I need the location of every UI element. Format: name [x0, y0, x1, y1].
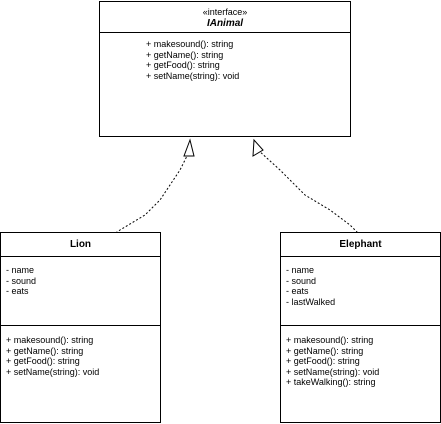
elephant-method: + getFood(): string [286, 356, 360, 366]
interface-stereotype: «interface» [202, 7, 248, 17]
lion-realization-line [104, 149, 191, 241]
elephant-method: + setName(string): void [286, 366, 380, 377]
interface-method: + makesound(): string [146, 39, 234, 49]
interface-methods-compartment: + makesound(): string + getName(): strin… [99, 32, 351, 137]
elephant-class-name-compartment: Elephant [280, 232, 441, 257]
interface-name: IAnimal [206, 18, 244, 29]
lion-attribute: - eats [6, 286, 29, 296]
lion-attributes-compartment: - name - sound - eats [0, 256, 161, 326]
elephant-class-name: Elephant [339, 239, 382, 250]
interface-header: «interface» IAnimal [99, 1, 351, 33]
elephant-attribute: - eats [286, 286, 309, 296]
elephant-attributes-compartment: - name - sound - eats - lastWalked [280, 256, 441, 326]
lion-attribute: - name [6, 265, 35, 275]
lion-attribute: - sound [6, 275, 37, 286]
lion-class-name-compartment: Lion [0, 232, 161, 257]
interface-method: + setName(string): void [146, 70, 240, 81]
lion-method: + getFood(): string [6, 356, 80, 366]
elephant-method: + takeWalking(): string [286, 377, 376, 387]
elephant-realization-arrowhead [252, 138, 264, 157]
elephant-attribute: - lastWalked [286, 296, 336, 307]
lion-methods-compartment: + makesound(): string + getName(): strin… [0, 325, 161, 423]
elephant-attribute: - sound [286, 275, 317, 286]
interface-method: + getName(): string [146, 49, 224, 60]
lion-method: + makesound(): string [6, 335, 94, 345]
elephant-method: + makesound(): string [286, 335, 374, 345]
elephant-realization-line [257, 149, 361, 236]
interface-method: + getFood(): string [146, 60, 220, 70]
lion-class-name: Lion [69, 239, 92, 250]
elephant-attribute: - name [286, 265, 315, 275]
elephant-method: + getName(): string [286, 345, 364, 356]
lion-realization-arrowhead [183, 138, 195, 157]
elephant-methods-compartment: + makesound(): string + getName(): strin… [280, 325, 441, 423]
lion-method: + setName(string): void [6, 366, 100, 377]
lion-method: + getName(): string [6, 345, 84, 356]
